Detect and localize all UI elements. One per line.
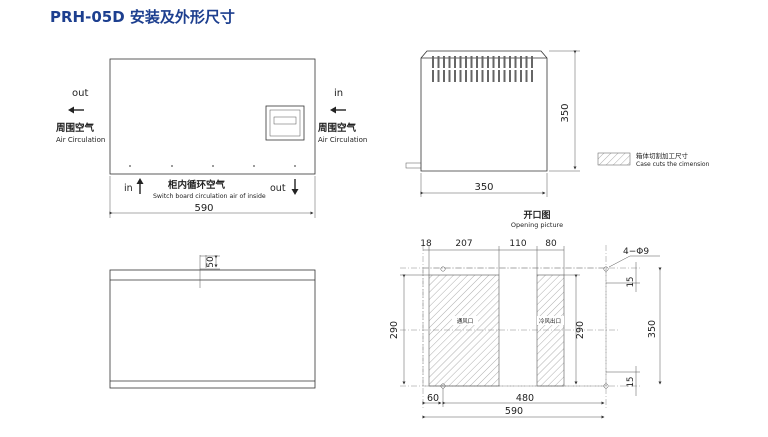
legend-en: Case cuts the cimension: [636, 161, 710, 168]
legend-cn: 箱体切割加工尺寸: [636, 151, 689, 160]
top-view-body: [109, 269, 316, 389]
cold-air-cutout: [536, 274, 565, 387]
vent-slot: [520, 56, 522, 68]
right-in-arrow-icon: [330, 106, 346, 114]
bottom-offset-15: 15: [626, 377, 636, 388]
inside-out-arrow-icon: [291, 179, 299, 195]
cold-vent-label: 冷风出口: [539, 317, 561, 325]
side-view-body: [420, 50, 548, 172]
right-ambient-en: Air Circulation: [318, 136, 367, 144]
vent-slot: [481, 56, 484, 68]
top-offset-15: 15: [626, 277, 636, 288]
vent-slot: [454, 56, 456, 68]
vent-slot: [492, 56, 495, 68]
vent-slot: [470, 70, 473, 82]
vent-slot: [509, 70, 511, 82]
side-view: 350 350: [405, 50, 580, 197]
legend: 箱体切割加工尺寸 Case cuts the cimension: [597, 151, 710, 168]
left-out-label: out: [72, 88, 88, 99]
bottom-dim-60: 60: [427, 393, 439, 404]
vent-slot: [459, 70, 462, 82]
vent-slot: [487, 70, 489, 82]
vent-slot: [443, 56, 445, 68]
vent-slot: [503, 70, 506, 82]
side-width-dim: 350: [474, 182, 493, 193]
inside-in-arrow-icon: [136, 178, 144, 194]
hot-vent-label: 通风口: [457, 317, 474, 325]
inside-in-label: in: [124, 183, 133, 194]
legend-hatch-swatch: [597, 152, 631, 166]
display-panel: [265, 105, 305, 141]
mounting-hole-icons: [440, 266, 609, 389]
display-screen: [273, 116, 297, 125]
right-height-dim: 350: [647, 320, 658, 338]
vent-slot: [498, 56, 500, 68]
vent-slot: [492, 70, 495, 82]
bottom-dim-590: 590: [505, 406, 523, 417]
vent-slot: [437, 70, 440, 82]
inside-air-en: Switch board circulation air of inside: [153, 193, 266, 200]
bottom-dim-480: 480: [516, 393, 534, 404]
right-ambient-cn: 周围空气: [318, 122, 357, 134]
opening-picture: 开口图 Opening picture 通风口 冷风出口 18 207 110: [389, 210, 662, 419]
vent-slot: [476, 70, 478, 82]
vent-slot: [509, 56, 511, 68]
front-width-dim: 590: [194, 203, 213, 214]
vent-slot: [448, 70, 451, 82]
vent-slot: [531, 70, 533, 82]
top-dim-110: 110: [509, 239, 526, 249]
vent-slot: [525, 56, 528, 68]
vent-slot: [487, 56, 489, 68]
vent-grille: [432, 56, 533, 82]
side-bracket: [405, 162, 422, 169]
front-view-body: [109, 58, 316, 175]
top-dim-18: 18: [420, 239, 432, 249]
vent-slot: [459, 56, 462, 68]
vent-slot: [465, 70, 467, 82]
inside-out-label: out: [270, 183, 286, 194]
vent-slot: [465, 56, 467, 68]
opening-title-cn: 开口图: [523, 210, 550, 221]
page-title: PRH-05D 安装及外形尺寸: [50, 8, 235, 26]
vent-slot: [498, 70, 500, 82]
left-ambient-cn: 周围空气: [56, 122, 95, 134]
vent-slot: [525, 70, 528, 82]
front-view: out 周围空气 Air Circulation in 周围空气 Air Cir…: [56, 58, 367, 218]
top-view: 50: [109, 255, 316, 389]
right-in-label: in: [334, 88, 343, 99]
vent-slot: [514, 56, 517, 68]
vent-slot: [514, 70, 517, 82]
front-view-bottom-dots: [129, 165, 296, 167]
vent-slot: [432, 70, 434, 82]
top-dim-80: 80: [545, 239, 557, 249]
top-dim-207: 207: [455, 239, 472, 249]
vent-slot: [520, 70, 522, 82]
vent-slot: [437, 56, 440, 68]
vent-slot: [443, 70, 445, 82]
inner-height-dim: 290: [575, 321, 586, 339]
side-height-dim: 350: [560, 103, 571, 122]
vent-slot: [531, 56, 533, 68]
vent-slot: [432, 56, 434, 68]
top-offset-dim: 50: [206, 256, 216, 268]
vent-slot: [448, 56, 451, 68]
inside-air-cn: 柜内循环空气: [167, 179, 226, 191]
vent-slot: [454, 70, 456, 82]
display-panel-inner: [269, 109, 301, 137]
vent-slot: [476, 56, 478, 68]
vent-slot: [470, 56, 473, 68]
hot-air-cutout: [428, 274, 500, 387]
left-ambient-en: Air Circulation: [56, 136, 105, 144]
vent-slot: [503, 56, 506, 68]
hole-spec-label: 4−Φ9: [623, 247, 649, 257]
left-out-arrow-icon: [68, 106, 84, 114]
vent-slot: [481, 70, 484, 82]
opening-title-en: Opening picture: [511, 221, 563, 229]
left-height-dim: 290: [389, 321, 400, 339]
